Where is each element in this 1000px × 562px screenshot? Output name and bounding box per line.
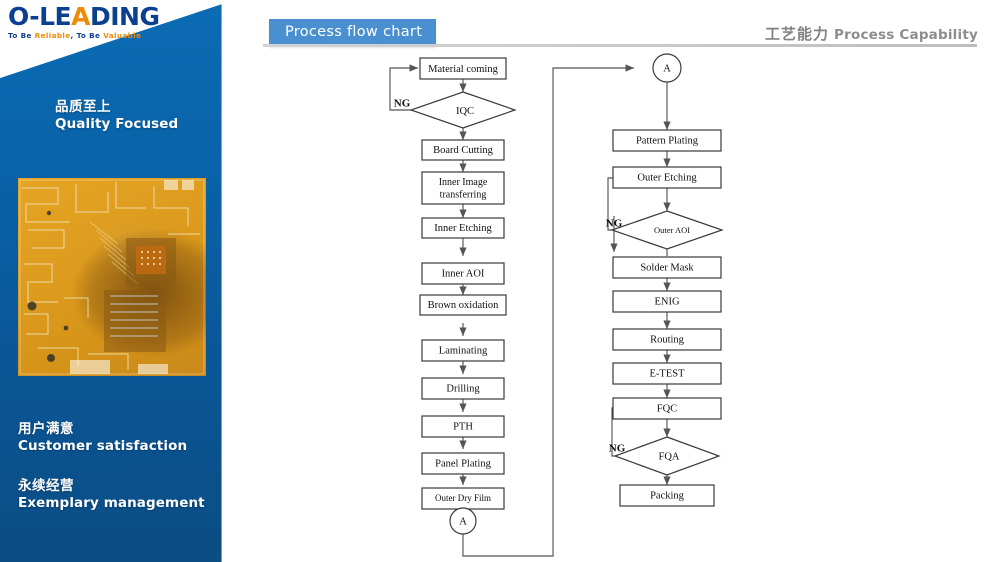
tagline-highlight-reliable: Reliable — [34, 31, 71, 40]
sidebar-slogan-exemplary-en: Exemplary management — [18, 495, 205, 512]
flow-label-ng-outer-aoi: NG — [606, 218, 623, 230]
flow-node-drilling[interactable]: Drilling — [421, 377, 505, 400]
flow-node-label: Outer AOI — [654, 225, 690, 235]
tagline-part1: To Be — [8, 31, 35, 40]
flow-node-label: A — [663, 63, 671, 74]
page-title: Process flow chart — [269, 19, 437, 47]
flow-node-fqa[interactable]: FQA — [613, 436, 721, 476]
header-title-en: Process Capability — [834, 27, 978, 43]
sidebar-slogan-exemplary: 永续经营 Exemplary management — [18, 477, 205, 513]
header-divider — [263, 44, 977, 47]
flow-nodes-left: Material coming IQC NG Board Cutting Inn… — [394, 57, 517, 535]
flow-node-material-coming[interactable]: Material coming — [419, 57, 507, 80]
flow-node-label: Laminating — [439, 345, 488, 356]
flow-node-label: Inner Etching — [434, 223, 492, 234]
flow-node-label: Routing — [650, 334, 685, 345]
flow-node-label: Drilling — [446, 383, 480, 394]
flow-node-routing[interactable]: Routing — [612, 328, 722, 351]
flow-node-laminating[interactable]: Laminating — [421, 339, 505, 362]
logo-text-part1: O-LE — [8, 2, 72, 31]
flow-node-board-cutting[interactable]: Board Cutting — [421, 139, 505, 161]
flow-node-label-line1: Inner Image — [439, 177, 488, 188]
flow-node-label: PTH — [453, 421, 473, 432]
header-title-cn: 工艺能力 — [764, 25, 829, 43]
flow-node-label: Pattern Plating — [636, 135, 699, 146]
flow-node-label: A — [459, 516, 467, 527]
flow-node-inner-image-transferring[interactable]: Inner Image transferring — [421, 171, 505, 205]
process-flow-chart: Material coming IQC NG Board Cutting Inn… — [230, 48, 1000, 562]
logo-wordmark: O-LEADING — [8, 2, 160, 31]
flow-node-packing[interactable]: Packing — [619, 484, 715, 507]
flow-node-label: FQC — [657, 403, 677, 414]
flow-nodes-right: A Pattern Plating Outer Etching Outer AO… — [606, 53, 724, 507]
flow-node-label: Brown oxidation — [428, 300, 500, 311]
flow-node-brown-oxidation[interactable]: Brown oxidation — [419, 294, 507, 316]
sidebar-slogan-quality-en: Quality Focused — [55, 116, 179, 133]
flow-node-label: Outer Dry Film — [435, 493, 491, 503]
flow-node-label: Inner AOI — [442, 268, 485, 279]
flow-node-inner-etching[interactable]: Inner Etching — [421, 217, 505, 239]
flow-node-label: IQC — [456, 106, 474, 117]
flow-node-inner-aoi[interactable]: Inner AOI — [421, 262, 505, 285]
flow-node-solder-mask[interactable]: Solder Mask — [612, 256, 722, 279]
sidebar-slogan-quality-cn: 品质至上 — [55, 99, 111, 115]
header-right-title: 工艺能力 Process Capability — [765, 23, 978, 44]
flow-node-label: Packing — [650, 490, 685, 501]
flow-node-panel-plating[interactable]: Panel Plating — [421, 452, 505, 475]
tagline-part2: , To Be — [70, 31, 104, 40]
flow-node-outer-dry-film[interactable]: Outer Dry Film — [421, 487, 505, 510]
flow-node-label: E-TEST — [650, 368, 686, 379]
tagline-highlight-valuable: Valuable — [103, 31, 142, 40]
company-logo: O-LEADING To Be Reliable, To Be Valuable — [8, 2, 160, 39]
pcb-photo — [18, 178, 206, 376]
flow-node-label: Board Cutting — [433, 145, 494, 156]
flow-node-e-test[interactable]: E-TEST — [612, 362, 722, 385]
sidebar-slogan-customer: 用户满意 Customer satisfaction — [18, 420, 187, 456]
flow-node-label: Panel Plating — [435, 458, 491, 469]
sidebar-slogan-customer-cn: 用户满意 — [18, 421, 74, 437]
flow-node-label-line2: transferring — [440, 189, 487, 200]
logo-text-accent: A — [71, 2, 90, 31]
left-sidebar: O-LEADING To Be Reliable, To Be Valuable — [0, 0, 222, 562]
flow-node-iqc[interactable]: IQC — [409, 91, 517, 129]
flow-node-outer-aoi[interactable]: Outer AOI — [610, 210, 724, 250]
flow-node-label: FQA — [658, 451, 679, 462]
logo-tagline: To Be Reliable, To Be Valuable — [8, 32, 148, 39]
flow-label-ng-iqc: NG — [394, 98, 411, 110]
flow-node-label: ENIG — [654, 296, 679, 307]
flow-node-label: Solder Mask — [640, 262, 694, 273]
sidebar-slogan-customer-en: Customer satisfaction — [18, 438, 188, 455]
flow-node-label: Material coming — [428, 64, 498, 75]
flow-node-pth[interactable]: PTH — [421, 415, 505, 438]
flow-node-enig[interactable]: ENIG — [612, 290, 722, 313]
flow-node-outer-etching[interactable]: Outer Etching — [612, 166, 722, 189]
flow-connectors-left — [389, 64, 635, 557]
flow-connector-a-bottom[interactable]: A — [449, 507, 477, 535]
flow-node-label: Outer Etching — [637, 172, 697, 183]
sidebar-right-edge — [221, 0, 222, 562]
flow-connector-a-top[interactable]: A — [652, 53, 682, 83]
flow-label-ng-fqa: NG — [609, 443, 626, 455]
flow-node-fqc[interactable]: FQC — [612, 397, 722, 420]
sidebar-slogan-quality: 品质至上 Quality Focused — [55, 98, 178, 134]
sidebar-slogan-exemplary-cn: 永续经营 — [18, 478, 74, 494]
logo-text-part2: DING — [89, 2, 160, 31]
flow-node-pattern-plating[interactable]: Pattern Plating — [612, 129, 722, 152]
